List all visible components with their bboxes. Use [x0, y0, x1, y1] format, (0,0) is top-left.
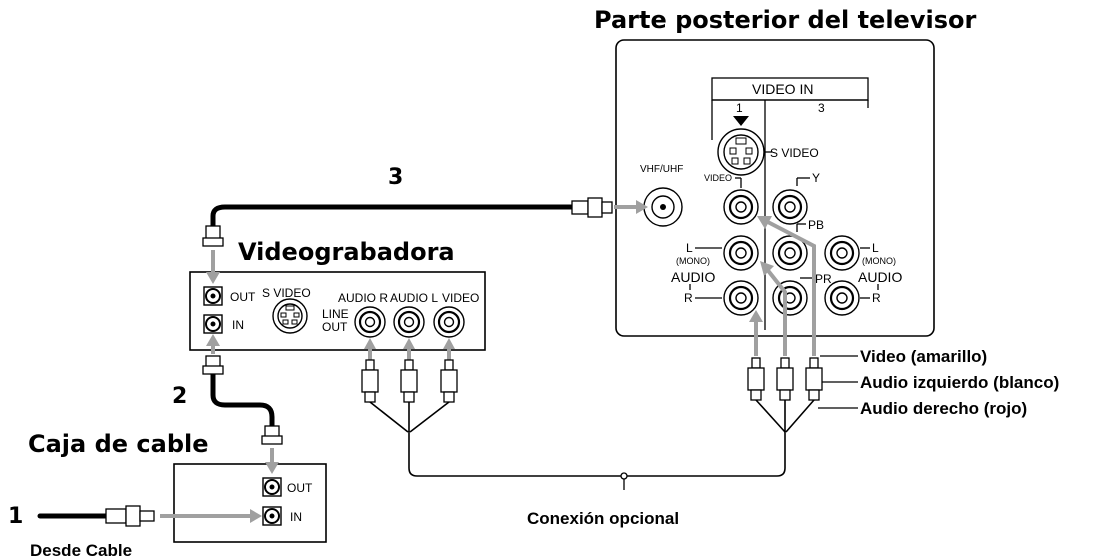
video-yellow-label: Video (amarillo) — [860, 347, 987, 366]
tv-video-text: VIDEO — [704, 173, 732, 183]
vhf-uhf-jack-icon — [643, 187, 683, 227]
tv-pb-text: PB — [808, 218, 824, 232]
vcr-video-text: VIDEO — [442, 291, 479, 305]
vcr-video-jack-icon — [433, 306, 465, 338]
vcr-s-video-text: S VIDEO — [262, 286, 311, 300]
tv-y-jack-icon — [772, 189, 808, 225]
vcr-audio-l-text: AUDIO L — [390, 291, 438, 305]
cable-1 — [37, 505, 155, 527]
vcr-in-coax-icon — [203, 314, 223, 334]
vcr-s-video-jack-icon — [272, 298, 308, 334]
cablebox-in-text: IN — [290, 510, 302, 524]
tv-audio-r1-jack-icon — [723, 280, 759, 316]
tv-l-right-text: L — [872, 241, 879, 255]
tv-audio-r3-jack-icon — [824, 280, 860, 316]
optional-connection-label: Conexión opcional — [527, 509, 679, 528]
triangle-marker-icon — [733, 116, 749, 126]
rca-plug-icon — [747, 357, 765, 401]
vcr-audio-r-text: AUDIO R — [338, 291, 388, 305]
optional-connection-cable — [408, 432, 786, 477]
arrow-icon — [250, 509, 262, 523]
tv-s-video-text: S VIDEO — [770, 146, 819, 160]
tv-pb-jack-icon — [772, 235, 808, 271]
video-in-text: VIDEO IN — [752, 81, 813, 97]
from-cable-label: Desde Cable — [30, 541, 132, 559]
tv-video-jack-icon — [723, 189, 759, 225]
tv-r-right-text: R — [872, 291, 881, 305]
rca-plug-icon — [361, 359, 379, 403]
vcr-box — [189, 271, 486, 351]
tv-y-text: Y — [812, 171, 820, 185]
step-2-number: 2 — [172, 384, 187, 409]
tv-audio-right-text: AUDIO — [858, 269, 902, 285]
cablebox-title: Caja de cable — [28, 430, 209, 458]
vhf-uhf-text: VHF/UHF — [640, 164, 683, 175]
cable-3 — [202, 197, 613, 247]
step-1-number: 1 — [8, 504, 23, 529]
cablebox-in-coax-icon — [262, 506, 282, 526]
audio-left-label: Audio izquierdo (blanco) — [860, 373, 1059, 392]
vcr-title: Videograbadora — [238, 238, 455, 266]
vcr-line-text: LINE — [322, 307, 349, 321]
rca-plug-icon — [805, 357, 823, 401]
tv-audio-l3-jack-icon — [824, 235, 860, 271]
vcr-line-out-text: OUT — [322, 320, 348, 334]
tv-l-left-text: L — [686, 241, 693, 255]
rca-plug-icon — [440, 359, 458, 403]
audio-right-label: Audio derecho (rojo) — [860, 399, 1027, 418]
vcr-out-coax-icon — [203, 286, 223, 306]
tv-audio-l1-jack-icon — [723, 235, 759, 271]
vcr-in-text: IN — [232, 318, 244, 332]
tv-mono-right-text: (MONO) — [862, 256, 896, 266]
tv-mono-left-text: (MONO) — [676, 256, 710, 266]
step-3-number: 3 — [388, 165, 403, 190]
tv-s-video-jack-icon — [717, 128, 765, 176]
vcr-rca-plugs — [361, 338, 458, 433]
tv-audio-left-text: AUDIO — [671, 269, 715, 285]
cable-box — [173, 463, 327, 543]
rca-plug-icon — [400, 359, 418, 403]
cablebox-out-text: OUT — [287, 481, 313, 495]
vcr-out-text: OUT — [230, 290, 256, 304]
tv-r-left-text: R — [684, 291, 693, 305]
tv-input-arrows — [749, 216, 816, 356]
cablebox-out-coax-icon — [262, 477, 282, 497]
rca-plug-icon — [776, 357, 794, 401]
col-3-text: 3 — [818, 101, 825, 115]
vcr-audio-l-jack-icon — [393, 306, 425, 338]
col-1-text: 1 — [736, 101, 743, 115]
cable-2 — [202, 355, 283, 445]
vcr-audio-r-jack-icon — [354, 306, 386, 338]
tv-title: Parte posterior del televisor — [594, 6, 976, 34]
tv-pr-text: PR — [815, 272, 832, 286]
tv-rca-plugs — [747, 355, 858, 433]
